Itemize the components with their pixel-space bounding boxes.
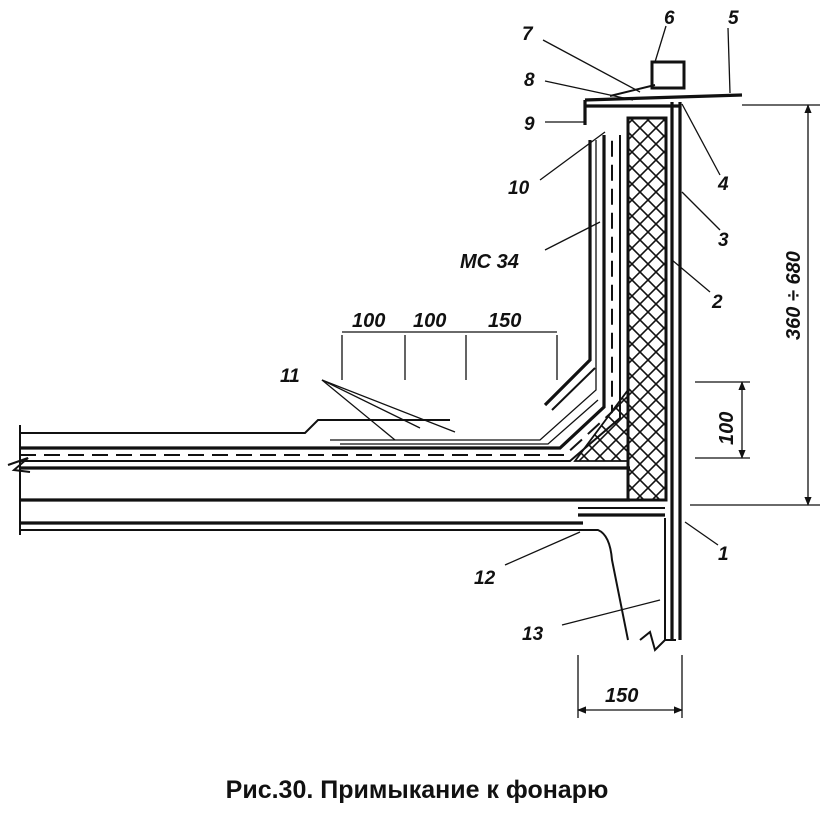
callout-3: 3 [718,230,729,251]
dimension-lines [341,104,820,718]
leader-lines [321,25,731,626]
material-label: МС 34 [460,251,519,273]
vertical-insulation-board [626,116,668,502]
dim-100-second: 100 [413,310,446,332]
roof-slab [7,425,630,535]
callout-12: 12 [474,568,496,589]
callout-7: 7 [522,24,534,45]
dim-height-range: 360 ÷ 680 [783,251,805,340]
callout-8: 8 [524,70,535,91]
dim-150-bottom: 150 [605,685,638,707]
callout-4: 4 [717,174,729,195]
parapet-cap [583,60,743,125]
callout-11: 11 [280,366,300,387]
callout-9: 9 [524,114,535,135]
figure-caption: Рис.30. Примыкание к фонарю [225,776,609,804]
callout-2: 2 [711,292,723,313]
callout-1: 1 [718,544,729,565]
dim-100-first: 100 [352,310,385,332]
dim-upturn-100: 100 [716,412,738,445]
support-bracket [580,529,629,641]
callout-13: 13 [522,624,544,645]
callout-5: 5 [728,8,739,29]
callout-10: 10 [508,178,530,199]
skylight-wall [578,102,682,640]
roof-membrane-layers [20,135,621,462]
dim-150-top: 150 [488,310,521,332]
callout-6: 6 [664,8,675,29]
